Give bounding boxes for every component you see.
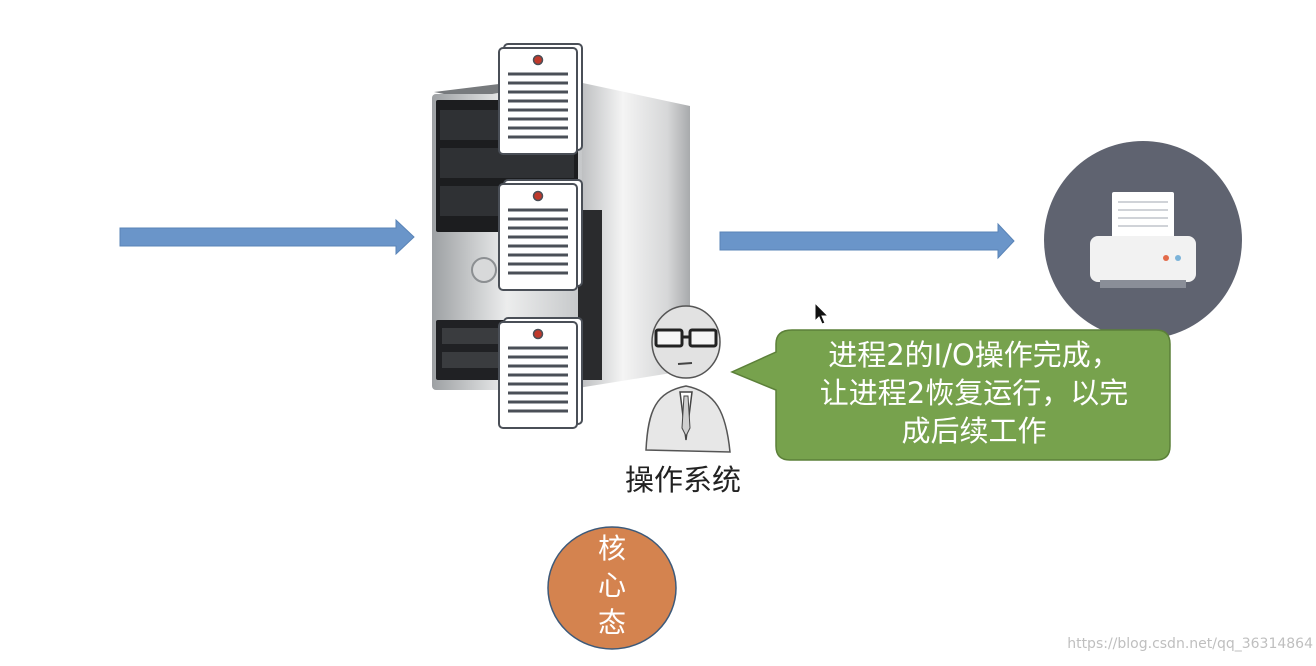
bubble-line: 进程2的I/O操作完成， bbox=[828, 338, 1120, 372]
arrow-right-icon bbox=[719, 222, 1015, 260]
arrow-right-icon bbox=[119, 218, 415, 256]
document-icon bbox=[498, 43, 583, 155]
person-sketch-icon bbox=[645, 305, 731, 453]
bubble-line: 让进程2恢复运行，以完 bbox=[819, 376, 1129, 410]
kernel-char: 核 bbox=[597, 532, 626, 565]
watermark: https://blog.csdn.net/qq_36314864 bbox=[1067, 636, 1313, 652]
speech-bubble-text: 进程2的I/O操作完成， 让进程2恢复运行，以完 成后续工作 bbox=[780, 336, 1168, 450]
document-icon bbox=[498, 317, 583, 429]
bubble-line: 成后续工作 bbox=[901, 414, 1047, 448]
mouse-cursor-icon bbox=[814, 301, 830, 325]
document-icon bbox=[498, 179, 583, 291]
kernel-mode-circle bbox=[547, 526, 677, 650]
os-label: 操作系统 bbox=[624, 463, 741, 497]
kernel-char: 态 bbox=[597, 606, 626, 639]
kernel-char: 心 bbox=[597, 569, 626, 602]
speech-bubble bbox=[730, 329, 1171, 461]
printer-icon bbox=[1044, 141, 1242, 339]
kernel-mode-label: 核 心 态 bbox=[548, 530, 676, 641]
